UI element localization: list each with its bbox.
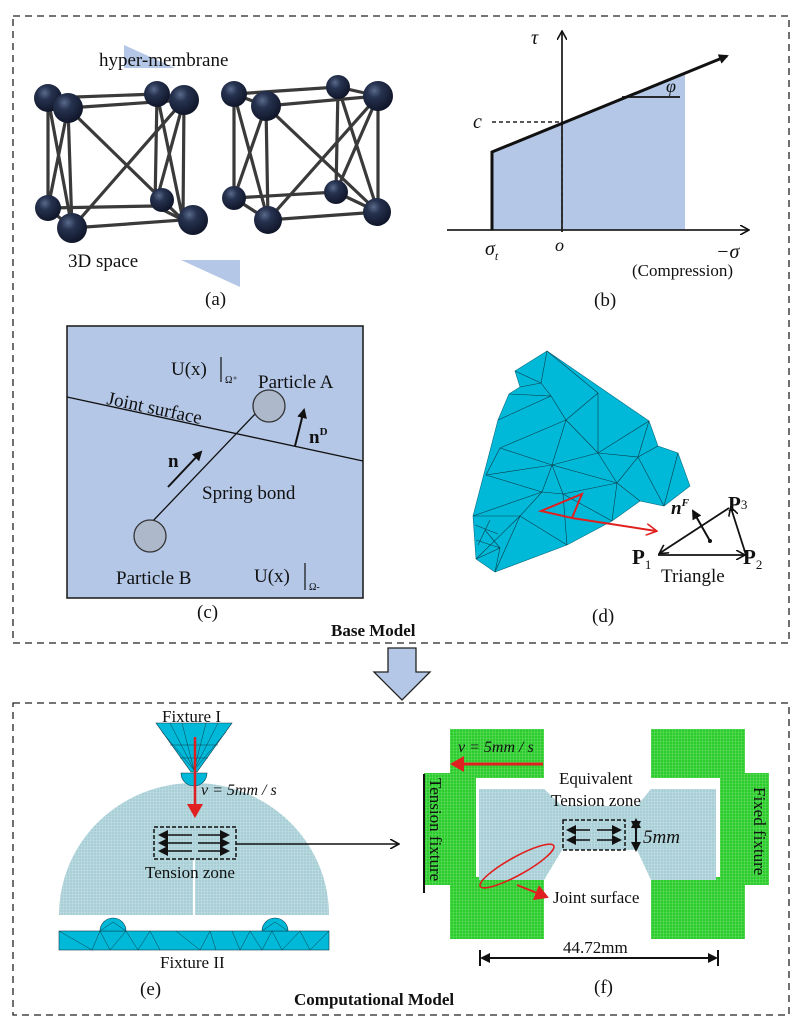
- 3d-space-label: 3D space: [68, 251, 138, 272]
- panel-d-caption: (d): [592, 606, 614, 627]
- specimen-left-taper: [479, 789, 562, 880]
- tension-zone-label: Tension zone: [145, 863, 235, 882]
- transition-down-arrow: [372, 647, 432, 701]
- lattice-spheres-left: [34, 81, 208, 243]
- fixed-fixture-label: Fixed fixture: [750, 787, 769, 875]
- origin-label: o: [555, 235, 564, 255]
- width-5mm-label: 5mm: [643, 827, 680, 848]
- p2-label: P2: [743, 545, 762, 572]
- panel-d: nF P1 P2 P3 Triangle (d): [472, 350, 762, 627]
- failure-envelope-fill: [492, 72, 685, 230]
- neg-sigma-label: −σ: [716, 241, 740, 263]
- u-plus-subscript: Ω⁺: [225, 375, 238, 386]
- equivalent-tension-box: [562, 819, 626, 851]
- panel-a-caption: (a): [205, 289, 226, 310]
- p1-label: P1: [632, 545, 651, 572]
- u-minus-subscript: Ω-: [309, 582, 320, 593]
- joint-surface-ellipse: [479, 843, 555, 889]
- hyper-membrane-label: hyper-membrane: [99, 50, 228, 71]
- particle-a: [252, 389, 286, 423]
- spring-bond-label: Spring bond: [202, 483, 296, 504]
- tension-arrows-e: [158, 830, 230, 856]
- hyper-membrane-triangle: [124, 45, 175, 68]
- highlighted-triangle: [537, 492, 584, 520]
- joint-surface-line: [66, 396, 364, 462]
- velocity-label-f: v = 5mm / s: [458, 739, 534, 756]
- u-minus-label: U(x): [254, 566, 290, 587]
- phi-label: φ: [666, 76, 676, 96]
- fixed-fixture-block: [651, 729, 769, 939]
- base-model-title: Base Model: [331, 621, 416, 640]
- lattice-spheres-right: [221, 75, 393, 234]
- joint-surface-label-f: Joint surface: [553, 888, 639, 907]
- triangle-pointer-arrow: [571, 517, 656, 531]
- span-label: 44.72mm: [563, 938, 628, 957]
- fixture-1-label: Fixture I: [162, 707, 221, 726]
- base-model-frame: [12, 15, 790, 644]
- compression-label: (Compression): [632, 261, 733, 280]
- triangle-label: Triangle: [661, 566, 725, 587]
- u-plus-label: U(x): [171, 359, 207, 380]
- cohesion-label: c: [473, 111, 482, 133]
- n-d-label: nD: [309, 426, 328, 448]
- tension-zone-box: [153, 826, 237, 860]
- space-triangle: [181, 260, 240, 287]
- tau-label: τ: [531, 27, 539, 49]
- joint-pointer-arrow: [516, 884, 549, 900]
- fixture-2-label: Fixture II: [160, 953, 225, 972]
- equivalent-label-2: Tension zone: [551, 791, 641, 810]
- n-f-label: nF: [671, 497, 690, 519]
- mohr-coulomb-envelope: [490, 54, 729, 230]
- p3-label: P3: [728, 492, 747, 516]
- n-label: n: [168, 451, 179, 472]
- spring-bond-line: [149, 411, 258, 525]
- computational-model-title: Computational Model: [294, 990, 454, 1009]
- fixture-2: [58, 917, 330, 951]
- panel-c: U(x) Ω⁺ Particle A Joint surface n nD Sp…: [66, 325, 364, 623]
- panel-f: v = 5mm / s Equivalent Tension zone 5mm …: [423, 729, 769, 998]
- tension-arrows-f: [566, 825, 622, 845]
- mesh-body: [472, 350, 691, 573]
- panel-c-caption: (c): [197, 602, 218, 623]
- equivalent-label-1: Equivalent: [559, 769, 633, 788]
- n-d-arrow: [294, 408, 307, 447]
- tension-fixture-label: Tension fixture: [426, 778, 445, 881]
- panel-b: τ c φ σt o −σ (Compression) (b): [447, 27, 748, 311]
- panel-e-caption: (e): [140, 979, 161, 1000]
- specimen-semicircle: [59, 783, 329, 915]
- panel-b-caption: (b): [594, 290, 616, 311]
- tension-fixture-block: [424, 729, 544, 939]
- particle-a-label: Particle A: [258, 372, 334, 393]
- triangle-schematic: [658, 508, 747, 555]
- panel-a: hyper-membrane 3D space (a): [34, 45, 393, 310]
- domain-box: [66, 325, 364, 599]
- particle-b: [133, 519, 167, 553]
- panel-e: v = 5mm / s Tension zone Fixture I Fixtu…: [58, 707, 398, 1000]
- normal-vector-arrow: [692, 509, 711, 542]
- computational-model-frame: [12, 702, 790, 1016]
- particle-b-label: Particle B: [116, 568, 191, 589]
- mesh-edges: [472, 350, 679, 573]
- velocity-label-e: v = 5mm / s: [201, 782, 277, 799]
- panel-f-caption: (f): [594, 977, 613, 998]
- sigma-t-label: σt: [485, 238, 499, 263]
- n-arrow: [167, 450, 203, 488]
